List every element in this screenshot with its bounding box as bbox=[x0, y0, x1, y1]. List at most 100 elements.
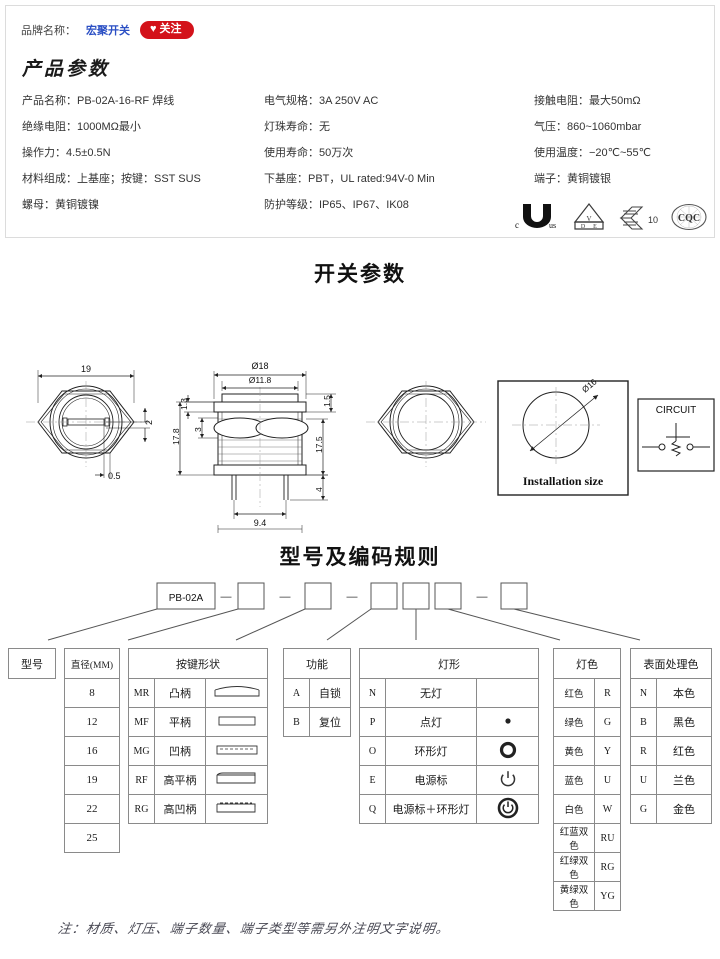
spec-cell: 螺母：黄铜镀镍 bbox=[22, 199, 99, 211]
color-name: 红色 bbox=[553, 678, 595, 708]
table-row: RF 高平柄 bbox=[128, 765, 268, 795]
shape-name: 凹柄 bbox=[154, 736, 206, 766]
svg-text:10: 10 bbox=[648, 215, 658, 225]
spec-param-grid: 产品名称：PB-02A-16-RF 焊线 电气规格：3A 250V AC 接触电… bbox=[22, 94, 700, 224]
table-row: MF 平柄 bbox=[128, 707, 268, 737]
model-code-diagram: PB-02A — — — — bbox=[0, 578, 720, 648]
technical-drawing: 19 2 0.5 bbox=[0, 295, 720, 547]
finish-code: N bbox=[630, 678, 657, 708]
function-name: 复位 bbox=[309, 707, 351, 737]
dim-front-slot: 2 bbox=[144, 420, 154, 425]
svg-text:c: c bbox=[515, 220, 519, 230]
rear-view bbox=[366, 381, 486, 467]
function-code: A bbox=[283, 678, 310, 708]
spec-cell: 绝缘电阻：1000MΩ最小 bbox=[22, 121, 141, 133]
dim-terminal-h: 4 bbox=[314, 487, 324, 492]
table-lamp-color-header: 灯色 bbox=[553, 648, 621, 679]
table-row: B 黑色 bbox=[630, 707, 712, 737]
follow-button[interactable]: ♥ 关注 bbox=[140, 21, 194, 39]
lamp-code: Q bbox=[359, 794, 386, 824]
table-row: 黄色 Y bbox=[553, 736, 621, 766]
color-code: RU bbox=[594, 823, 621, 853]
code-box-shape bbox=[304, 582, 332, 610]
concave-handle-icon bbox=[205, 736, 268, 766]
code-separator: — bbox=[280, 591, 291, 603]
lamp-name: 点灯 bbox=[385, 707, 477, 737]
shape-name: 平柄 bbox=[154, 707, 206, 737]
table-row: 红蓝双色 RU bbox=[553, 823, 621, 853]
shape-name: 高平柄 bbox=[154, 765, 206, 795]
table-function: 功能 A 自锁 B 复位 bbox=[283, 648, 351, 737]
svg-text:V: V bbox=[586, 215, 591, 223]
table-row: U 兰色 bbox=[630, 765, 712, 795]
code-base-label: PB-02A bbox=[169, 593, 204, 604]
ul-cert-icon: c ® us bbox=[514, 202, 560, 237]
shape-name: 高凹柄 bbox=[154, 794, 206, 824]
code-separator: — bbox=[347, 591, 358, 603]
spec-cell: 操作力：4.5±0.5N bbox=[22, 147, 111, 159]
spec-cell: 端子：黄铜镀银 bbox=[534, 173, 611, 185]
table-row: 8 bbox=[64, 678, 120, 708]
code-box-color bbox=[434, 582, 462, 610]
circuit-panel bbox=[637, 398, 715, 472]
table-row: 黄绿双色 YG bbox=[553, 881, 621, 911]
table-row: A 自锁 bbox=[283, 678, 351, 708]
finish-name: 红色 bbox=[656, 736, 712, 766]
table-diameter-header: 直径(MM) bbox=[64, 648, 120, 679]
dim-front-depth: 0.5 bbox=[108, 471, 121, 481]
code-separator: — bbox=[477, 591, 488, 603]
finish-name: 金色 bbox=[656, 794, 712, 824]
color-name: 绿色 bbox=[553, 707, 595, 737]
page-title: 产品参数 bbox=[22, 59, 111, 80]
function-code: B bbox=[283, 707, 310, 737]
table-row: 19 bbox=[64, 765, 120, 795]
dim-button-step: 3 bbox=[193, 427, 203, 432]
footnote: 注：材质、灯压、端子数量、端子类型等需另外注明文字说明。 bbox=[56, 921, 451, 936]
table-row: N 无灯 bbox=[359, 678, 539, 708]
no-lamp-icon bbox=[476, 678, 539, 708]
color-name: 蓝色 bbox=[553, 765, 595, 795]
dim-terminal-span: 9.4 bbox=[254, 518, 267, 528]
table-model-header: 型号 bbox=[8, 648, 56, 679]
code-box-lamp bbox=[402, 582, 430, 610]
dot-lamp-icon bbox=[476, 707, 539, 737]
table-finish-color-header: 表面处理色 bbox=[630, 648, 712, 679]
table-row: R 红色 bbox=[630, 736, 712, 766]
table-row: B 复位 bbox=[283, 707, 351, 737]
brand-label: 品牌名称： bbox=[21, 25, 76, 37]
power-ring-icon bbox=[476, 794, 539, 824]
svg-text:us: us bbox=[549, 221, 556, 230]
color-name: 白色 bbox=[553, 794, 595, 824]
code-box-function bbox=[370, 582, 398, 610]
table-finish-color: 表面处理色 N 本色 B 黑色 R 红色 U 兰色 G 金色 bbox=[630, 648, 712, 824]
color-code: RG bbox=[594, 852, 621, 882]
lamp-name: 电源标＋环形灯 bbox=[385, 794, 477, 824]
shape-code: MG bbox=[128, 736, 155, 766]
dim-front-width: 19 bbox=[81, 364, 91, 374]
code-box-diameter bbox=[237, 582, 265, 610]
flat-handle-icon bbox=[205, 707, 268, 737]
spec-cell: 灯珠寿命：无 bbox=[264, 121, 330, 133]
shape-code: MF bbox=[128, 707, 155, 737]
china-rohs-cert-icon: 10 bbox=[618, 202, 658, 237]
table-row: P 点灯 bbox=[359, 707, 539, 737]
color-code: W bbox=[594, 794, 621, 824]
table-row: O 环形灯 bbox=[359, 736, 539, 766]
brand-name-link[interactable]: 宏聚开关 bbox=[86, 25, 130, 37]
follow-button-label: 关注 bbox=[159, 23, 182, 35]
front-view bbox=[26, 370, 150, 478]
table-row: N 本色 bbox=[630, 678, 712, 708]
spec-cell: 使用寿命：50万次 bbox=[264, 147, 354, 159]
finish-name: 黑色 bbox=[656, 707, 712, 737]
color-code: U bbox=[594, 765, 621, 795]
lamp-code: P bbox=[359, 707, 386, 737]
table-function-header: 功能 bbox=[283, 648, 351, 679]
table-row: G 金色 bbox=[630, 794, 712, 824]
color-code: G bbox=[594, 707, 621, 737]
table-diameter: 直径(MM) 8 12 16 19 22 25 bbox=[64, 648, 120, 853]
installation-size-panel bbox=[497, 380, 629, 496]
table-row: 25 bbox=[64, 823, 120, 853]
model-code-heading: 型号及编码规则 bbox=[279, 545, 441, 569]
table-row: RG 高凹柄 bbox=[128, 794, 268, 824]
high-flat-handle-icon bbox=[205, 765, 268, 795]
